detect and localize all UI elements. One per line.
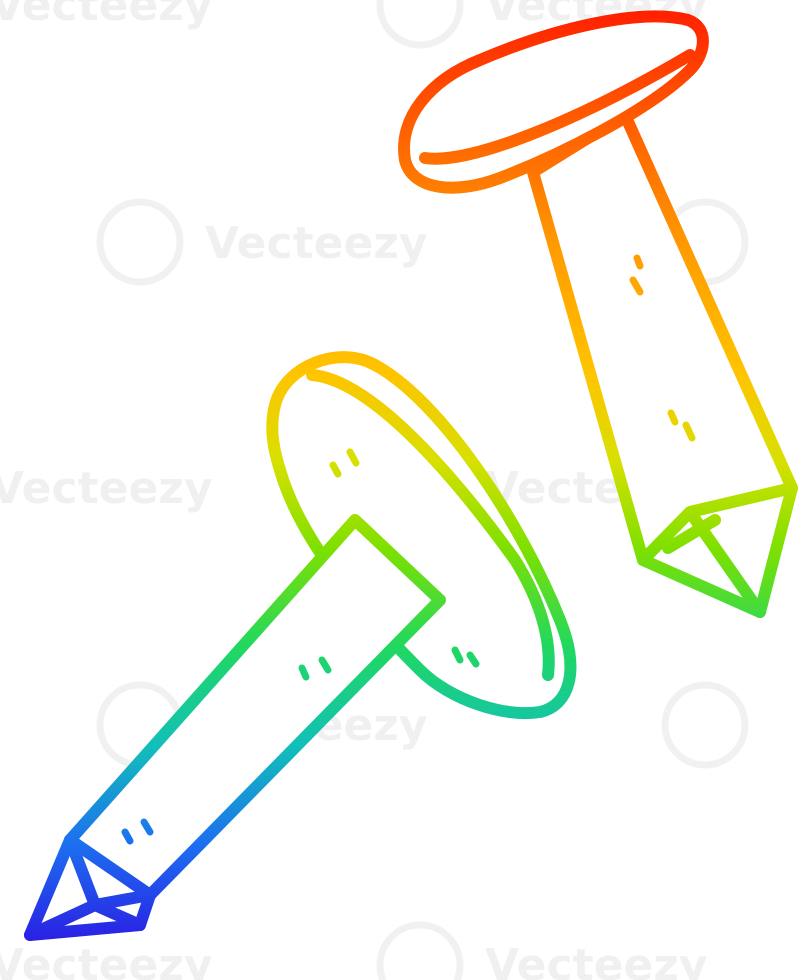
lower-nail-tip-facet — [24, 834, 156, 941]
watermark-text: Vecteezy — [0, 463, 213, 514]
watermark-text: Vecteezy — [0, 940, 213, 980]
upper-nail-head-rim — [419, 49, 696, 165]
watermark-text: Vecteezy — [485, 940, 708, 980]
watermark-text: Vecteezy — [205, 218, 428, 269]
upper-nail-head — [398, 10, 709, 194]
lower-nail — [24, 351, 577, 941]
upper-nail-tip — [637, 482, 798, 618]
watermark-text: Vecteezy — [0, 0, 213, 31]
lower-nail-head-rim — [306, 369, 555, 681]
upper-nail-shine — [629, 254, 696, 442]
lower-nail-head — [266, 351, 577, 720]
upper-nail — [398, 10, 798, 618]
lower-nail-shine — [121, 448, 480, 845]
